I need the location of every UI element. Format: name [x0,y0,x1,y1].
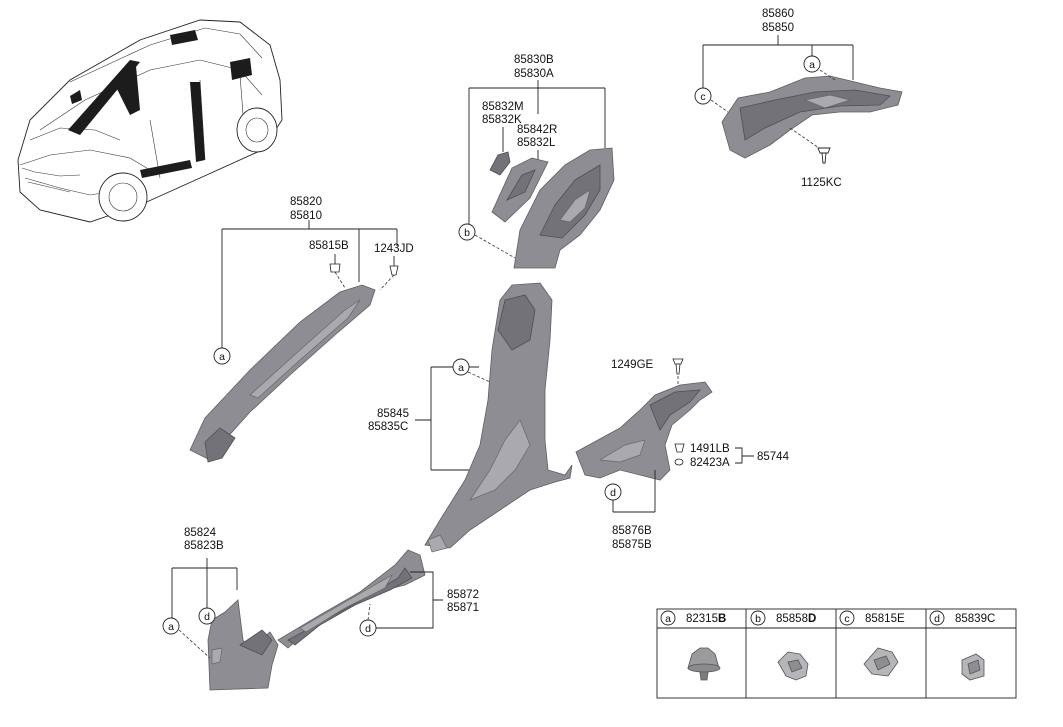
part-label-85845: 85845 [377,408,409,420]
rear-quarter-trim-group: 85860 85850 a c 1125KC [694,8,903,189]
svg-text:82315B: 82315B [686,613,726,625]
legend-part-c: 85815E [865,613,905,625]
legend-part-a: 82315 [686,613,718,625]
clip-85858D-icon [777,651,809,681]
part-label-85842R: 85842R [517,124,557,136]
center-pillar-lower-trim-group: 85845 85835C a [368,282,573,553]
legend-cell-a: a 82315B [660,610,726,681]
legend-part-d: 85839C [955,613,995,625]
svg-text:a: a [219,351,225,363]
part-label-1491LB: 1491LB [690,443,730,455]
part-label-82423A: 82423A [690,457,730,469]
part-label-85850: 85850 [762,22,794,34]
clip-1491LB-icon [674,443,685,453]
svg-text:d: d [610,487,616,499]
pillar-upper-trim-group: 85830B 85830A 85832M 85832K 85842R 85832… [458,54,615,269]
screw-1125KC-icon [817,147,831,164]
screw-1249GE-icon [672,358,684,375]
legend-cell-d: d 85839C [929,610,995,681]
svg-text:a: a [665,613,671,625]
part-label-85820: 85820 [290,196,322,208]
cowl-side-trim-group: 85824 85823B d a [162,527,279,691]
legend-cell-c: c 85815E [839,610,905,677]
part-label-1249GE: 1249GE [611,359,654,371]
part-label-85810: 85810 [290,210,322,222]
part-label-85835C: 85835C [368,421,408,433]
part-label-85823B: 85823B [184,540,224,552]
legend-cell-b: b 85858D [750,610,816,681]
part-label-85815B: 85815B [309,240,349,252]
svg-text:a: a [458,362,464,374]
part-label-85871: 85871 [447,602,479,614]
svg-text:a: a [809,59,815,71]
svg-text:c: c [700,91,705,103]
part-label-85875B: 85875B [612,539,652,551]
svg-text:b: b [755,613,761,625]
vehicle-overview-illustration [17,19,283,223]
callout-a-rear-quarter [803,55,821,73]
callout-c-rear-quarter [694,87,712,105]
clip-82315B-icon [687,647,721,681]
svg-text:d: d [204,611,210,623]
clip-82423A-icon [674,458,684,466]
callout-b-pillar-upper [458,223,476,241]
clip-85815E-icon [863,647,899,677]
screw-1243JD-icon [389,265,399,276]
rear-lower-trim-group: 1249GE 1491LB 82423A 85744 d 85876B 8587… [575,358,790,551]
callout-a-front-pillar [213,347,231,365]
part-label-85872: 85872 [447,589,479,601]
part-label-85832L: 85832L [517,137,556,149]
svg-text:d: d [365,623,371,635]
clip-85839C-icon [961,653,985,681]
callout-d-cowl-side [198,607,216,625]
part-label-85824: 85824 [184,527,217,539]
part-label-1125KC: 1125KC [801,177,842,189]
clip-85815B-icon [329,263,341,273]
part-label-85876B: 85876B [612,525,652,537]
part-label-85830A: 85830A [514,68,554,80]
legend-part-b: 85858 [776,613,808,625]
part-label-1243JD: 1243JD [374,243,414,255]
part-label-85832M: 85832M [482,101,524,113]
door-scuff-trim-group: 85872 85871 d [277,549,479,649]
callout-a-center-pillar [452,358,470,376]
front-pillar-trim-group: 85820 85810 85815B 1243JD a [189,196,414,463]
svg-text:d: d [934,613,940,625]
part-label-85744: 85744 [757,451,790,463]
svg-text:c: c [844,613,849,625]
part-label-85832K: 85832K [482,114,522,126]
part-label-85830B: 85830B [514,54,554,66]
fastener-legend-table: a 82315B b 85858D c 85815E [656,608,1017,699]
callout-a-cowl-side [162,617,180,635]
svg-text:a: a [168,621,174,633]
callout-d-rear-lower [604,483,622,501]
part-label-85860: 85860 [762,8,794,20]
svg-text:85858D: 85858D [776,613,816,625]
svg-text:b: b [464,227,470,239]
